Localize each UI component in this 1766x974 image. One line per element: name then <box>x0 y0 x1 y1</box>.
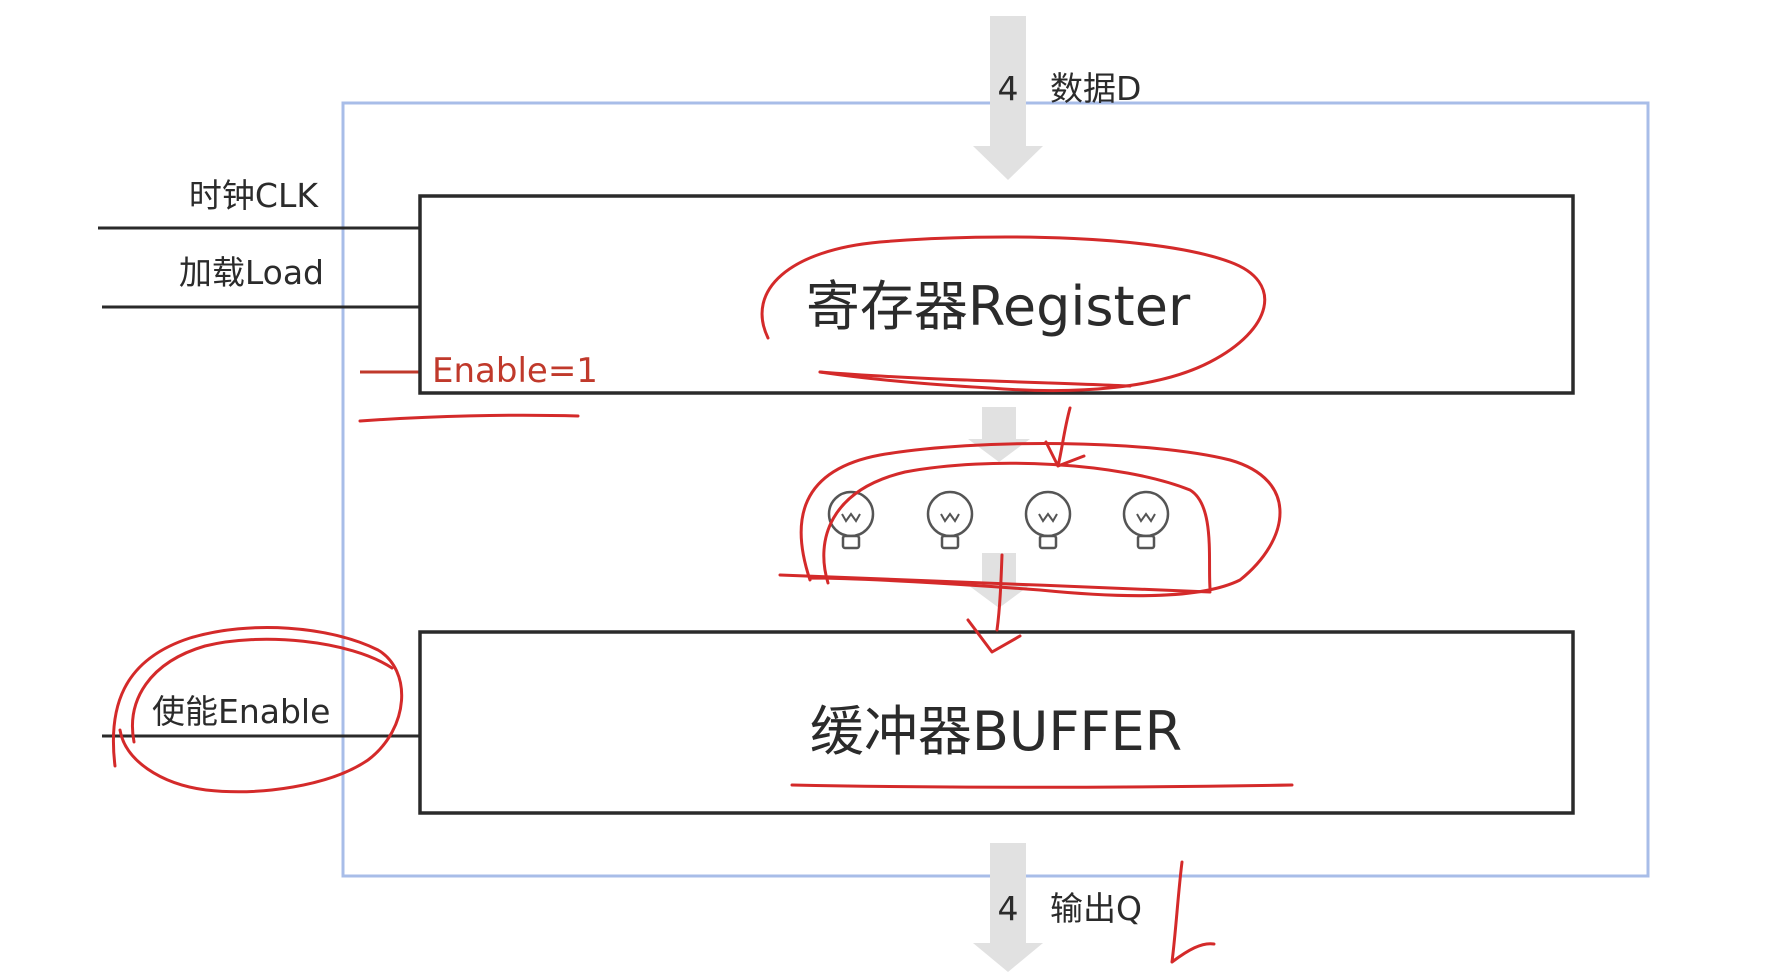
enable-note-underline <box>358 413 580 423</box>
register-box <box>418 194 1575 395</box>
load-label: 加载Load <box>179 253 324 292</box>
lightbulb-icon <box>827 490 875 550</box>
register-circle-annotation <box>760 235 1267 393</box>
arrow-annotation-output <box>1170 860 1216 964</box>
register-label: 寄存器Register <box>806 275 1191 338</box>
enable-circle-inner <box>131 637 394 744</box>
bulb-row <box>827 490 1170 550</box>
data-input-label: 数据D <box>1050 69 1141 108</box>
register-to-bulbs-arrow <box>968 407 1030 462</box>
buffer-underline-annotation <box>790 783 1294 789</box>
arrow-annotation-middle <box>966 553 1022 654</box>
annotation-layer <box>111 235 1294 964</box>
bulbs-underline-annotation <box>778 573 1212 594</box>
bulbs-inner-loop <box>822 461 1212 590</box>
clock-label: 时钟CLK <box>189 176 319 215</box>
enable-circle-annotation <box>111 626 404 794</box>
buffer-box <box>418 630 1575 815</box>
bulbs-circle-annotation <box>799 442 1282 598</box>
output-arrow <box>973 843 1043 972</box>
buffer-label: 缓冲器BUFFER <box>810 700 1182 763</box>
output-bus-width: 4 <box>998 889 1019 928</box>
lightbulb-icon <box>1122 490 1170 550</box>
register-underline-annotation <box>818 370 1132 388</box>
output-label: 输出Q <box>1050 889 1142 928</box>
lightbulb-icon <box>926 490 974 550</box>
lightbulb-icon <box>1024 490 1072 550</box>
enable-label: 使能Enable <box>152 692 330 731</box>
data-input-arrow <box>973 16 1043 180</box>
data-bus-width: 4 <box>998 69 1019 108</box>
enable-note: Enable=1 <box>432 351 598 391</box>
arrow-annotation-top <box>1044 406 1086 468</box>
